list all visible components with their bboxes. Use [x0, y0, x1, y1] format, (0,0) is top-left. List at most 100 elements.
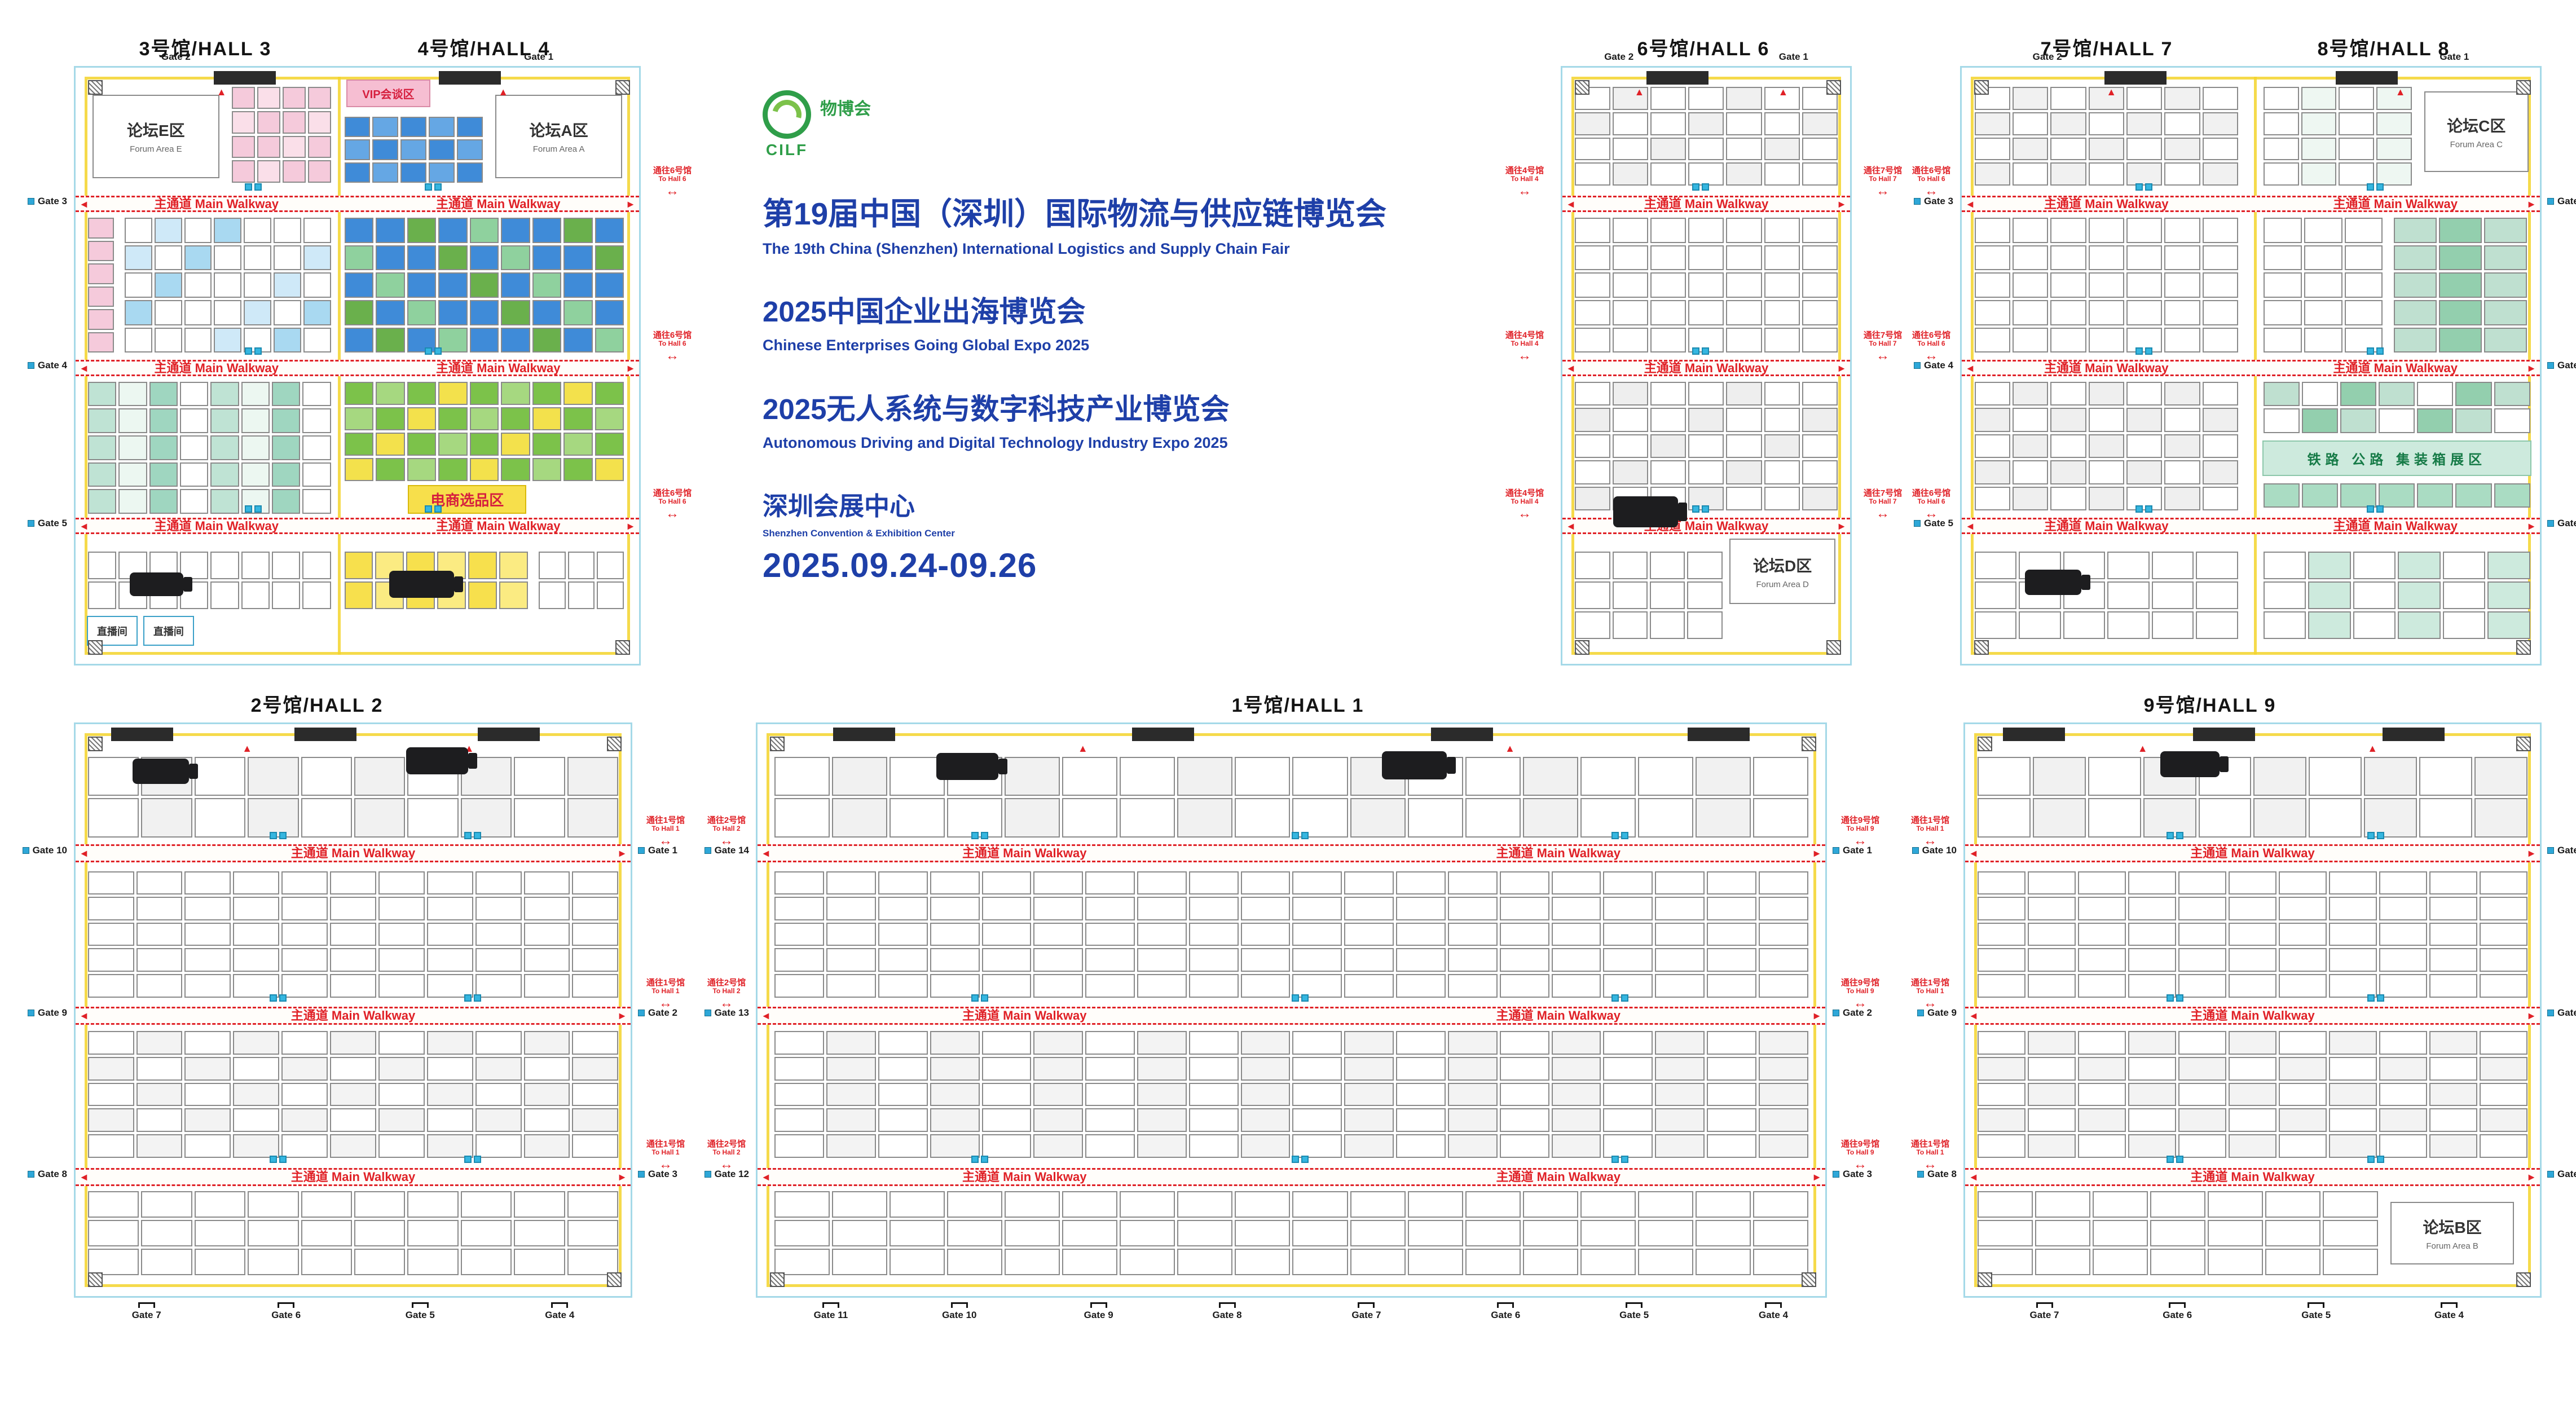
title-block: CILF 物博会 第19届中国（深圳）国际物流与供应链博览会 The 19th …: [763, 90, 1530, 585]
connector-label-cn: 通往6号馆: [653, 330, 692, 340]
booth: [2164, 137, 2200, 161]
booth: [87, 218, 114, 239]
booth: [1603, 1031, 1653, 1055]
booth: [1613, 218, 1649, 243]
booth: [1292, 1248, 1348, 1275]
booth-zone: [1574, 217, 1838, 354]
booth: [2128, 1031, 2177, 1055]
booth: [1612, 581, 1648, 609]
booth: [2164, 327, 2200, 353]
booth: [890, 1191, 945, 1218]
booth: [136, 948, 183, 972]
pillar-icon: [1621, 832, 1629, 839]
booth: [878, 974, 928, 998]
booth: [2126, 86, 2163, 110]
booth: [2088, 86, 2124, 110]
pillar-icon: [473, 832, 481, 839]
connector-label-en: To Hall 9: [1846, 1148, 1874, 1157]
booth: [1551, 974, 1601, 998]
booth: [87, 435, 117, 460]
booth: [376, 218, 405, 243]
connector-label-en: To Hall 1: [651, 1148, 680, 1157]
booth: [1551, 871, 1601, 895]
gate-label: Gate 4: [1904, 360, 1953, 371]
booth: [1120, 1191, 1175, 1218]
forum-label-cn: 论坛A区: [529, 122, 588, 140]
booth: [426, 948, 473, 972]
walkway-arrow-icon: ◄: [1969, 848, 1979, 859]
booth: [1062, 756, 1118, 796]
booth: [244, 272, 271, 298]
booth: [2202, 486, 2238, 511]
walkway-arrow-icon: ►: [617, 1171, 627, 1183]
booth: [1120, 1220, 1175, 1246]
main-walkway-label: 主通道 Main Walkway: [2333, 360, 2458, 375]
connector-label-cn: 通往4号馆: [1505, 166, 1544, 175]
booth: [1758, 871, 1808, 895]
booth: [2494, 408, 2530, 434]
booth: [354, 756, 406, 796]
booth: [407, 407, 437, 430]
booth: [2479, 1031, 2527, 1055]
booth: [563, 327, 593, 353]
booth: [179, 552, 209, 579]
booth: [1974, 272, 2010, 298]
booth: [774, 897, 825, 920]
booth: [1396, 871, 1446, 895]
vehicle-silhouette: [1613, 496, 1687, 527]
booth: [2229, 1134, 2276, 1158]
booth: [244, 245, 271, 271]
gate-label-text: Gate 6: [1491, 1310, 1521, 1320]
booth: [2078, 948, 2126, 972]
booth: [2126, 137, 2163, 161]
booth: [1613, 327, 1649, 353]
booth: [1292, 756, 1348, 796]
walkway-arrow-icon: ►: [1837, 520, 1847, 532]
booth: [2126, 162, 2163, 186]
booth: [1396, 922, 1446, 946]
booth: [378, 1108, 425, 1132]
booth: [1706, 1057, 1756, 1081]
booth: [2494, 483, 2530, 508]
booth: [2308, 611, 2351, 639]
booth: [572, 922, 619, 946]
booth: [1655, 948, 1705, 972]
forum-label-en: Forum Area D: [1756, 579, 1809, 589]
vehicle-silhouette: [1382, 751, 1456, 779]
booth: [1978, 871, 2026, 895]
booth: [1752, 1248, 1808, 1275]
walkway-arrow-icon: ◄: [1566, 520, 1576, 532]
gate-door-icon: [138, 1302, 155, 1308]
booth: [271, 408, 301, 434]
booth: [1005, 756, 1060, 796]
booth: [1499, 1057, 1549, 1081]
booth: [354, 1191, 406, 1218]
booth: [378, 1057, 425, 1081]
main-walkway-label: 主通道 Main Walkway: [290, 1008, 416, 1023]
stairs-icon: [615, 80, 630, 95]
booth: [1802, 486, 1838, 511]
booth: [774, 1220, 830, 1246]
double-arrow-icon: ↔: [1923, 995, 1937, 1011]
double-arrow-icon: ↔: [1518, 506, 1531, 522]
booth: [2178, 871, 2227, 895]
booth: [184, 327, 212, 353]
booth: [1085, 871, 1135, 895]
booth: [344, 457, 374, 481]
booth-zone: [2393, 217, 2529, 354]
booth: [124, 245, 152, 271]
booth: [1292, 1031, 1342, 1055]
booth: [2379, 922, 2427, 946]
booth-zone: [1974, 86, 2240, 187]
booth: [1396, 974, 1446, 998]
booth: [572, 948, 619, 972]
stairs-icon: [1575, 640, 1589, 655]
booth: [1764, 486, 1800, 511]
booth: [1188, 948, 1239, 972]
walkway-arrow-icon: ◄: [79, 362, 89, 374]
pillar-icon: [254, 183, 262, 191]
